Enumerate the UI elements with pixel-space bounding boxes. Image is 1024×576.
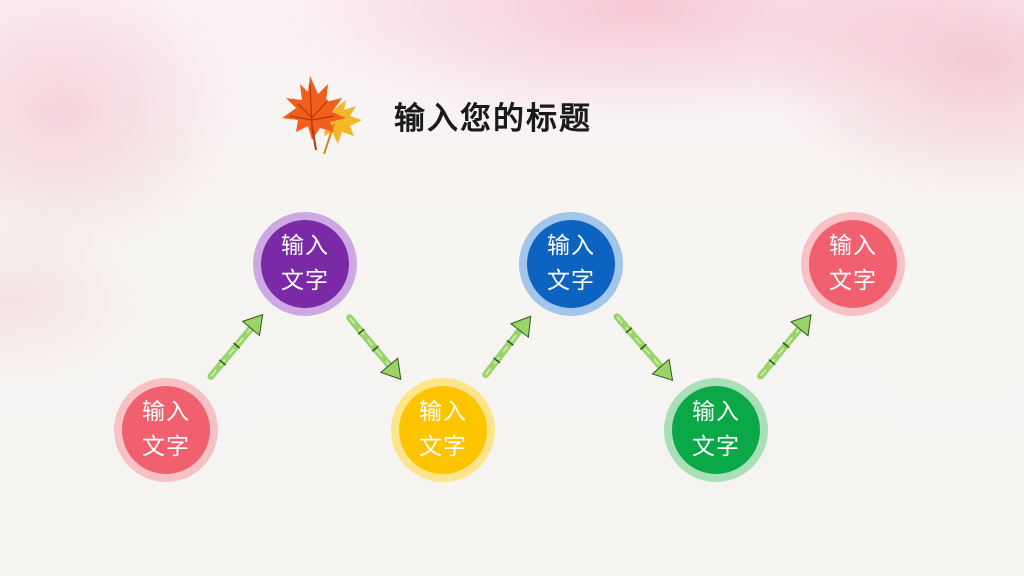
- step-node-3: [391, 378, 495, 482]
- connector-arrow-4: [613, 313, 674, 382]
- step-node-4: [519, 212, 623, 316]
- connector-arrow-3: [482, 315, 532, 379]
- step-node-label: 输入 文字: [829, 233, 877, 294]
- step-node-label: 输入 文字: [692, 399, 740, 460]
- title-area: 输入您的标题: [276, 70, 592, 160]
- connector-arrow-5: [757, 314, 812, 380]
- step-node-6: [801, 212, 905, 316]
- step-node-label: 输入 文字: [547, 233, 595, 294]
- connector-arrow-2: [346, 314, 402, 380]
- page-title: 输入您的标题: [394, 100, 592, 137]
- step-node-5: [664, 378, 768, 482]
- step-node-1: [114, 378, 218, 482]
- step-node-2: [253, 212, 357, 316]
- connector-arrow-1: [207, 313, 264, 380]
- step-node-label: 输入 文字: [281, 233, 329, 294]
- step-node-label: 输入 文字: [419, 399, 467, 460]
- maple-leaf-icon: [282, 76, 362, 155]
- step-node-label: 输入 文字: [142, 399, 190, 460]
